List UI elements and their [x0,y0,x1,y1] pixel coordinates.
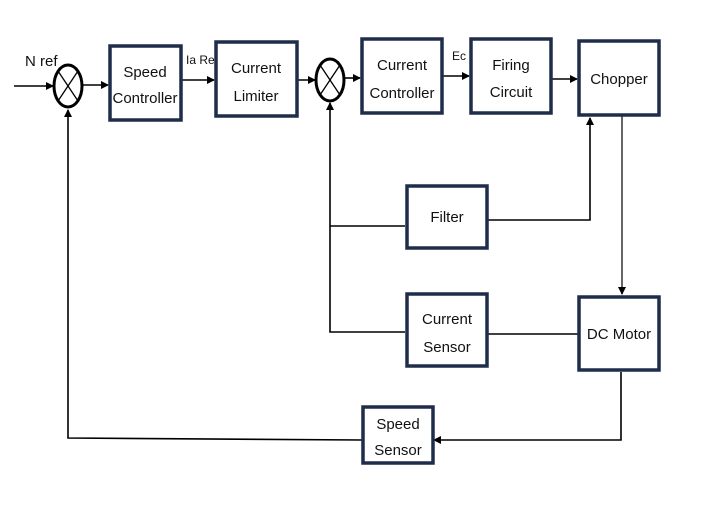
block-current-controller[interactable]: Current Controller [360,37,444,115]
summing-junction-speed [52,63,84,109]
block-dc-motor[interactable]: DC Motor [577,295,661,372]
block-firing-circuit[interactable]: Firing Circuit [469,37,553,115]
firing-circuit-line2: Circuit [490,84,533,101]
block-chopper[interactable]: Chopper [577,39,661,117]
speed-controller-line2: Controller [112,90,177,107]
block-filter[interactable]: Filter [405,184,489,250]
speed-sensor-line2: Sensor [374,442,422,459]
label-ia-ref: Ia Ref [186,53,219,67]
current-limiter-line2: Limiter [233,88,278,105]
filter-label: Filter [430,209,463,226]
wire-filter-chopper [488,117,594,221]
block-speed-controller[interactable]: Speed Controller [108,44,183,122]
block-speed-sensor[interactable]: Speed Sensor [361,405,435,465]
speed-controller-line1: Speed [123,64,166,81]
current-sensor-line1: Current [422,311,473,328]
block-current-sensor[interactable]: Current Sensor [405,292,489,368]
current-controller-line1: Current [377,57,428,74]
label-ec: Ec [452,49,466,63]
wire-speedsensor-sum1 [64,109,363,441]
wire-motor-speedsensor [433,372,622,444]
chopper-label: Chopper [590,71,648,88]
current-sensor-line2: Sensor [423,339,471,356]
label-n-ref: N ref [25,53,58,70]
speed-sensor-line1: Speed [376,416,419,433]
firing-circuit-line1: Firing [492,57,530,74]
block-current-limiter[interactable]: Current Limiter [214,40,299,118]
current-controller-line2: Controller [369,85,434,102]
wires [14,72,626,444]
current-limiter-line1: Current [231,60,282,77]
summing-junction-current [314,57,346,103]
wire-feedback-sum2 [326,102,405,333]
dc-motor-label: DC Motor [587,326,651,343]
